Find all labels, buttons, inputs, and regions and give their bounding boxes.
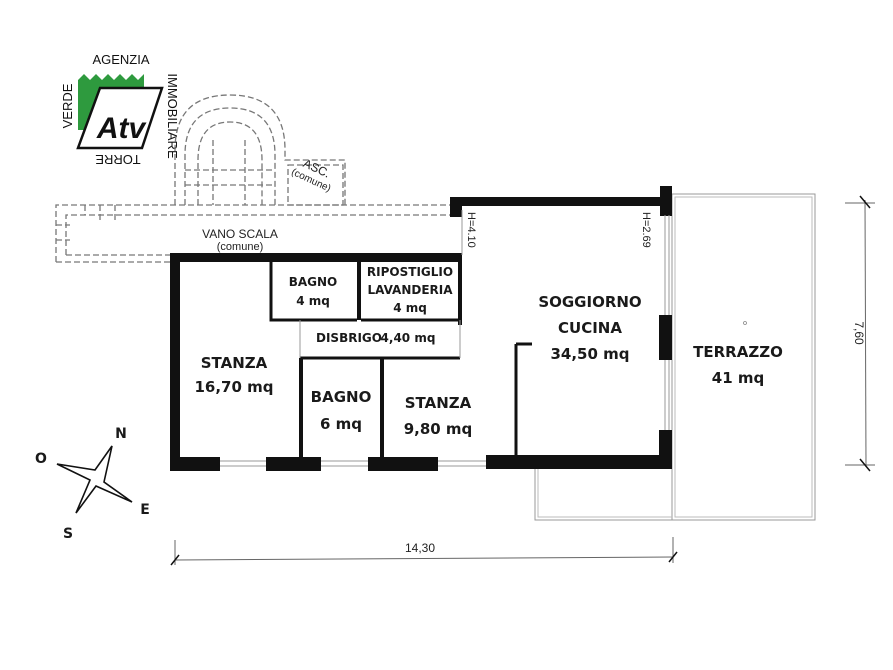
room-name: STANZA (201, 354, 268, 372)
room-area: 4 mq (296, 294, 330, 308)
room-ripostiglio: RIPOSTIGLIO LAVANDERIA 4 mq (367, 265, 453, 315)
room-area: 16,70 mq (194, 378, 273, 396)
room-disbrigo: DISBRIGO 4,40 mq (316, 331, 435, 345)
room-bagno-large: BAGNO 6 mq (311, 388, 372, 433)
room-area: 4,40 mq (381, 331, 436, 345)
logo-parallelogram (76, 86, 164, 150)
room-name: TERRAZZO (693, 343, 783, 361)
room-terrazzo: TERRAZZO 41 mq (693, 343, 783, 387)
room-area: 34,50 mq (550, 345, 629, 363)
ceiling-height-left: H=4.10 (465, 212, 477, 248)
vano-scala-sub: (comune) (217, 241, 263, 253)
compass-n: N (115, 426, 127, 442)
compass-o: O (35, 451, 47, 467)
compass-s: S (63, 526, 73, 542)
logo-agenzia: AGENZIA (92, 52, 149, 67)
room-name: RIPOSTIGLIO (367, 265, 453, 279)
logo-immobiliare: IMMOBILIARE (165, 73, 180, 159)
agency-logo: Atv AGENZIA VERDE IMMOBILIARE TORRE (60, 52, 180, 167)
vano-scala-label: VANO SCALA (202, 227, 278, 241)
room-area: 9,80 mq (404, 420, 473, 438)
compass-e: E (140, 502, 150, 518)
room-name: SOGGIORNO (538, 293, 641, 311)
compass-rose: N E S O (35, 426, 150, 542)
room-area: 41 mq (712, 369, 764, 387)
common-stair-area: VANO SCALA (comune) ASC. (comune) (55, 94, 450, 263)
room-name-2: CUCINA (558, 319, 622, 337)
room-name-2: LAVANDERIA (367, 283, 453, 297)
dimension-height-label: 7,60 (852, 321, 866, 345)
room-name: DISBRIGO (316, 331, 382, 345)
room-soggiorno-cucina: SOGGIORNO CUCINA 34,50 mq (538, 293, 641, 363)
logo-verde: VERDE (60, 83, 75, 128)
room-name: BAGNO (311, 388, 372, 406)
room-area: 6 mq (320, 415, 362, 433)
room-stanza-large: STANZA 16,70 mq (194, 354, 273, 396)
compass-star-icon (56, 445, 133, 514)
terrace-outline (534, 193, 816, 521)
dimension-width-label: 14,30 (405, 541, 435, 555)
room-name: STANZA (405, 394, 472, 412)
apartment-walls (170, 186, 672, 471)
logo-mark: Atv (96, 112, 148, 145)
room-stanza-small: STANZA 9,80 mq (404, 394, 473, 438)
room-name: BAGNO (289, 275, 338, 289)
room-area: 4 mq (393, 301, 427, 315)
logo-torre: TORRE (95, 152, 141, 167)
ceiling-height-right: H=2.69 (640, 212, 652, 248)
dimension-width: 14,30 (170, 537, 678, 566)
dimension-height: 7,60 (845, 195, 875, 472)
room-bagno-small: BAGNO 4 mq (289, 275, 338, 308)
